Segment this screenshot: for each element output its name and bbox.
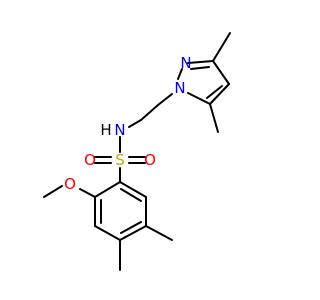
bond-c3-c4	[94, 225, 121, 241]
sulfonyl-s-label: S	[115, 151, 125, 169]
amine-h-label: H	[100, 121, 111, 139]
bond-ch2-nh	[128, 119, 142, 128]
bond-c5-methyl	[209, 103, 219, 133]
molecule-structure: N N N H S O O O	[43, 32, 231, 271]
bond-n2-c3-inner	[190, 66, 210, 70]
bond-c2-omethoxy	[79, 188, 96, 198]
bond-omethoxy-ch3	[43, 185, 63, 198]
bond-layer	[43, 32, 231, 271]
bond-c1-c2	[94, 181, 121, 198]
bond-c3-methyl	[212, 32, 231, 62]
atom-label-layer: N N N H S O O O	[64, 54, 192, 193]
sulfonyl-o-right-label: O	[144, 151, 156, 169]
amine-n-label: N	[114, 121, 125, 139]
bond-c5-methyl	[145, 225, 173, 241]
bond-c4-c5	[119, 225, 147, 241]
bond-ch2-ch2	[140, 104, 159, 121]
bond-n1-n2	[177, 68, 183, 80]
bond-c4-c5-inner	[206, 85, 223, 99]
bond-c6-c1	[119, 181, 147, 198]
bond-c3-c4	[212, 60, 230, 85]
bond-n1-ch2	[157, 93, 173, 106]
bond-c5-n1	[187, 92, 211, 105]
bond-n2-c3	[187, 60, 214, 64]
pyrazole-n1-label: N	[174, 79, 185, 97]
sulfonyl-o-left-label: O	[84, 151, 96, 169]
bond-c4-c5	[209, 83, 230, 105]
bond-c6-c1-inner	[120, 188, 142, 202]
pyrazole-n2-label: N	[180, 54, 191, 72]
bond-c4-c5-inner	[120, 221, 142, 234]
methoxy-o-label: O	[64, 175, 76, 193]
